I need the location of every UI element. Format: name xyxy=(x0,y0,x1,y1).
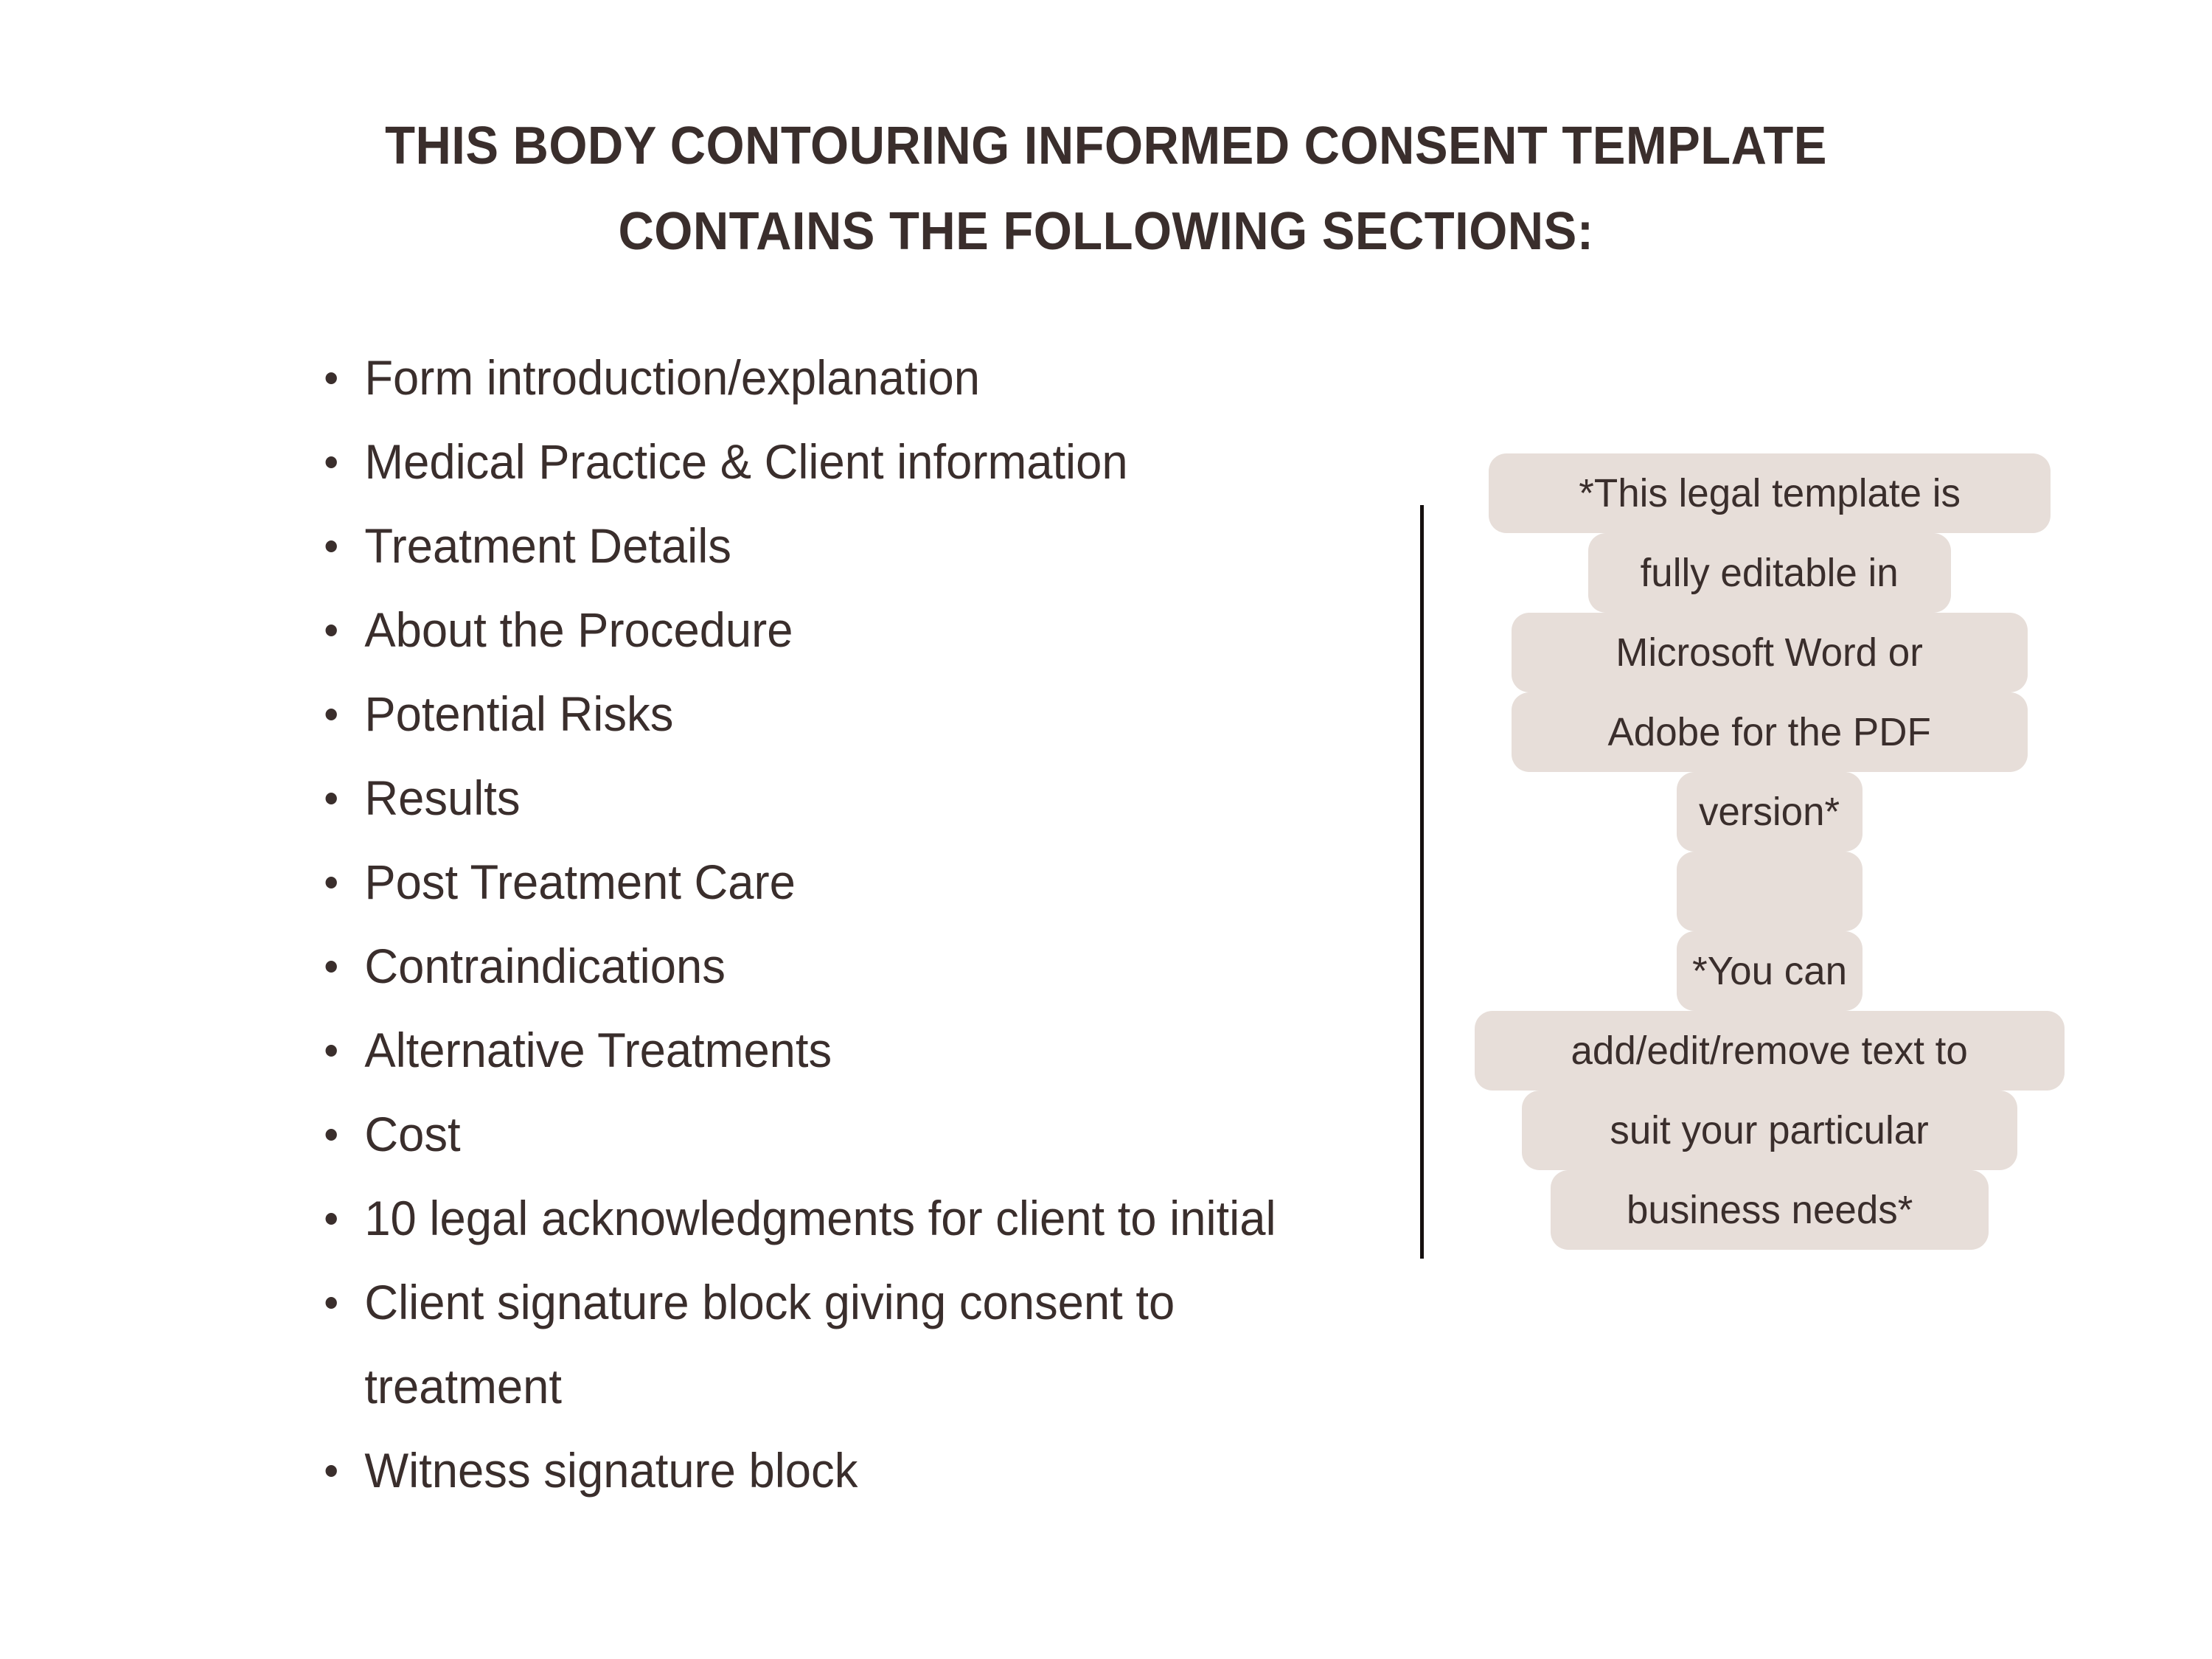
bullet-dot-icon xyxy=(325,456,337,468)
list-item-label: Form introduction/explanation xyxy=(364,350,981,405)
callout-row: business needs* xyxy=(1551,1170,1989,1250)
list-item: Contraindications xyxy=(317,924,1322,1008)
callout-row: fully editable in xyxy=(1588,533,1951,613)
callout-row-label: Microsoft Word or xyxy=(1615,630,1924,675)
callout-row-label: add/edit/remove text to xyxy=(1571,1029,1969,1073)
list-item: Alternative Treatments xyxy=(317,1008,1322,1092)
list-item-label: Potential Risks xyxy=(364,686,674,741)
list-item: Results xyxy=(317,756,1322,840)
bullet-dot-icon xyxy=(325,1465,337,1477)
bullet-dot-icon xyxy=(325,1213,337,1225)
list-item-label: Client signature block giving consent to… xyxy=(364,1275,1175,1413)
list-item: About the Procedure xyxy=(317,588,1322,672)
list-item-label: 10 legal acknowledgments for client to i… xyxy=(364,1191,1276,1245)
title-line-1: THIS BODY CONTOURING INFORMED CONSENT TE… xyxy=(385,116,1827,175)
list-item-label: About the Procedure xyxy=(364,602,793,657)
list-item: 10 legal acknowledgments for client to i… xyxy=(317,1176,1322,1260)
callout-row-label: fully editable in xyxy=(1640,551,1899,595)
callout-row-label: suit your particular xyxy=(1610,1108,1930,1152)
title-line-2: CONTAINS THE FOLLOWING SECTIONS: xyxy=(618,202,1594,261)
callout-row: Microsoft Word or xyxy=(1512,613,2028,692)
bullet-dot-icon xyxy=(325,1297,337,1309)
callout-row: *You can xyxy=(1677,931,1863,1011)
callout-row: version* xyxy=(1677,772,1863,852)
list-item: Treatment Details xyxy=(317,504,1322,588)
bullet-dot-icon xyxy=(325,372,337,384)
list-item: Potential Risks xyxy=(317,672,1322,756)
callout-row-label: version* xyxy=(1699,790,1840,834)
list-item-label: Contraindications xyxy=(364,939,726,993)
callout-row: Adobe for the PDF xyxy=(1512,692,2028,772)
bullet-dot-icon xyxy=(325,540,337,552)
list-item: Form introduction/explanation xyxy=(317,335,1322,420)
callout-row-label: *This legal template is xyxy=(1579,471,1961,515)
list-item-label: Treatment Details xyxy=(364,518,731,573)
list-item: Cost xyxy=(317,1092,1322,1176)
list-item: Post Treatment Care xyxy=(317,840,1322,924)
callout-row-label: business needs* xyxy=(1626,1188,1913,1232)
list-item-label: Results xyxy=(364,771,521,825)
bullet-dot-icon xyxy=(325,877,337,888)
list-item-label: Cost xyxy=(364,1107,461,1161)
page-title: THIS BODY CONTOURING INFORMED CONSENT TE… xyxy=(0,103,2212,274)
list-item-label: Witness signature block xyxy=(364,1443,858,1498)
callout-row: suit your particular xyxy=(1522,1091,2017,1170)
callout-row-label: Adobe for the PDF xyxy=(1607,710,1932,754)
callout-row-label: *You can xyxy=(1692,949,1847,993)
vertical-divider xyxy=(1420,505,1424,1259)
callout-row: *This legal template is xyxy=(1489,453,2051,533)
list-item-label: Medical Practice & Client information xyxy=(364,434,1128,489)
callout-row: add/edit/remove text to xyxy=(1475,1011,2065,1091)
bullet-dot-icon xyxy=(325,1045,337,1057)
list-item: Witness signature block xyxy=(317,1428,1322,1512)
editable-note-callout: *This legal template is fully editable in… xyxy=(1464,453,2076,1250)
list-item: Client signature block giving consent to… xyxy=(317,1260,1322,1428)
callout-row-spacer xyxy=(1677,852,1863,931)
bullet-dot-icon xyxy=(325,961,337,973)
bullet-dot-icon xyxy=(325,1129,337,1141)
list-item-label: Post Treatment Care xyxy=(364,855,796,909)
bullet-dot-icon xyxy=(325,709,337,720)
list-item-label: Alternative Treatments xyxy=(364,1023,832,1077)
bullet-dot-icon xyxy=(325,625,337,636)
bullet-dot-icon xyxy=(325,793,337,804)
list-item: Medical Practice & Client information xyxy=(317,420,1322,504)
